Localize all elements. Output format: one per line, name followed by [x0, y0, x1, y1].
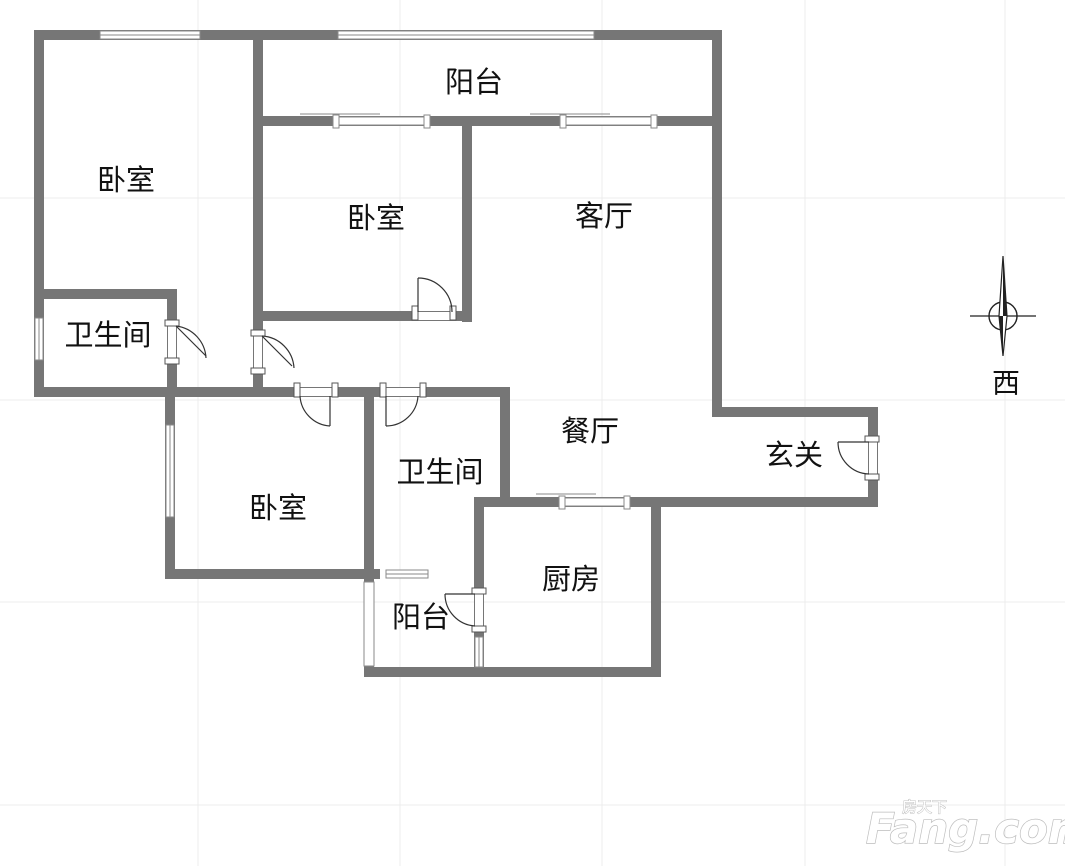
room-label-balcony-top: 阳台 [445, 65, 503, 99]
compass: 西 [970, 255, 1036, 400]
door-kitchen-balcony [444, 587, 487, 633]
walls [34, 30, 878, 677]
window-left-bathroom [34, 317, 44, 361]
swing-doors [164, 277, 880, 633]
window-bottom-balcony [363, 581, 375, 667]
room-label-living-room: 客厅 [575, 199, 633, 233]
door-left-bedroom [250, 329, 295, 375]
room-label-bedroom-middle: 卧室 [347, 201, 405, 235]
window-top-balcony [337, 30, 595, 40]
room-label-bedroom-bottom: 卧室 [249, 491, 307, 525]
sliding-doors [300, 113, 658, 510]
watermark-logo: 房天下 Fang.com [865, 798, 1065, 854]
door-bottom-bathroom [379, 382, 427, 427]
watermark-tagline: 房天下 [902, 798, 947, 816]
door-middle-bedroom [411, 277, 457, 321]
room-label-balcony-bottom: 阳台 [392, 600, 450, 634]
door-entrance [837, 435, 880, 481]
room-label-entrance: 玄关 [765, 438, 823, 472]
sliding-door-kitchen [536, 493, 631, 510]
room-label-bedroom-left: 卧室 [97, 163, 155, 197]
door-left-bathroom [164, 319, 207, 365]
window-bathroom-bottom [385, 569, 429, 579]
compass-direction-label: 西 [992, 367, 1020, 400]
room-label-bathroom-bottom: 卫生间 [396, 455, 483, 489]
window-bottom-bedroom [165, 424, 175, 518]
sliding-door-living-balcony [530, 113, 658, 129]
room-label-kitchen: 厨房 [542, 562, 600, 596]
windows [34, 30, 595, 668]
sliding-door-bedroom-balcony [300, 113, 431, 129]
room-label-dining-room: 餐厅 [561, 414, 619, 448]
window-top-left [99, 30, 201, 40]
window-kitchen-balcony [474, 636, 484, 668]
door-bottom-bedroom [293, 382, 339, 427]
room-label-bathroom-left: 卫生间 [64, 318, 151, 352]
watermark-brand: Fang.com [866, 804, 1065, 853]
room-labels: 阳台 卧室 卧室 客厅 卫生间 餐厅 玄关 卧室 卫生间 厨房 阳台 [64, 65, 823, 634]
